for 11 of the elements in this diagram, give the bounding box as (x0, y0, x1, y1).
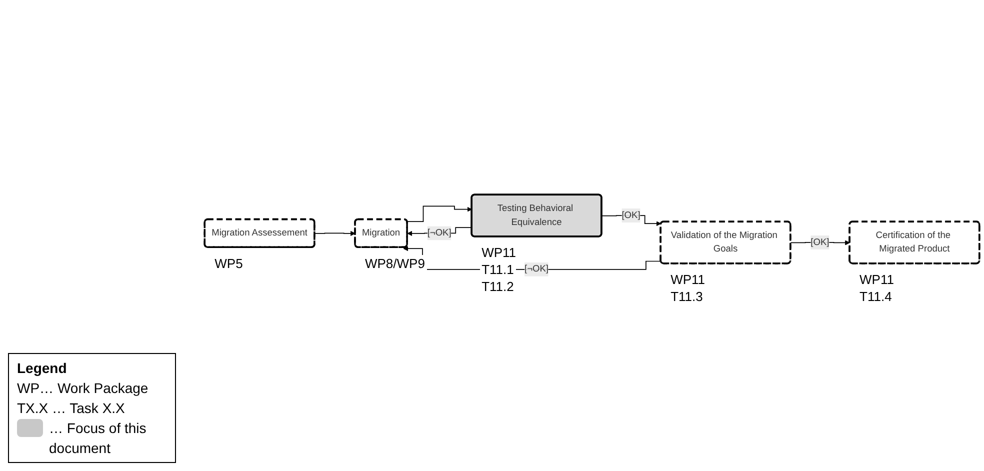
edge-label: [OK] (622, 210, 640, 220)
legend-title: Legend (17, 359, 68, 378)
legend-text: TX.X … Task X.X (17, 399, 125, 418)
edge-label: [¬OK] (524, 264, 548, 274)
arrow (406, 206, 472, 222)
legend-text: … Focus of this document (49, 419, 148, 458)
package-label: WP8/WP9 (362, 255, 427, 272)
arrow (314, 230, 356, 236)
edge-label: [OK] (810, 237, 830, 248)
legend-text: WP… Work Package (17, 379, 148, 398)
edge-label: [¬OK] (427, 228, 452, 238)
